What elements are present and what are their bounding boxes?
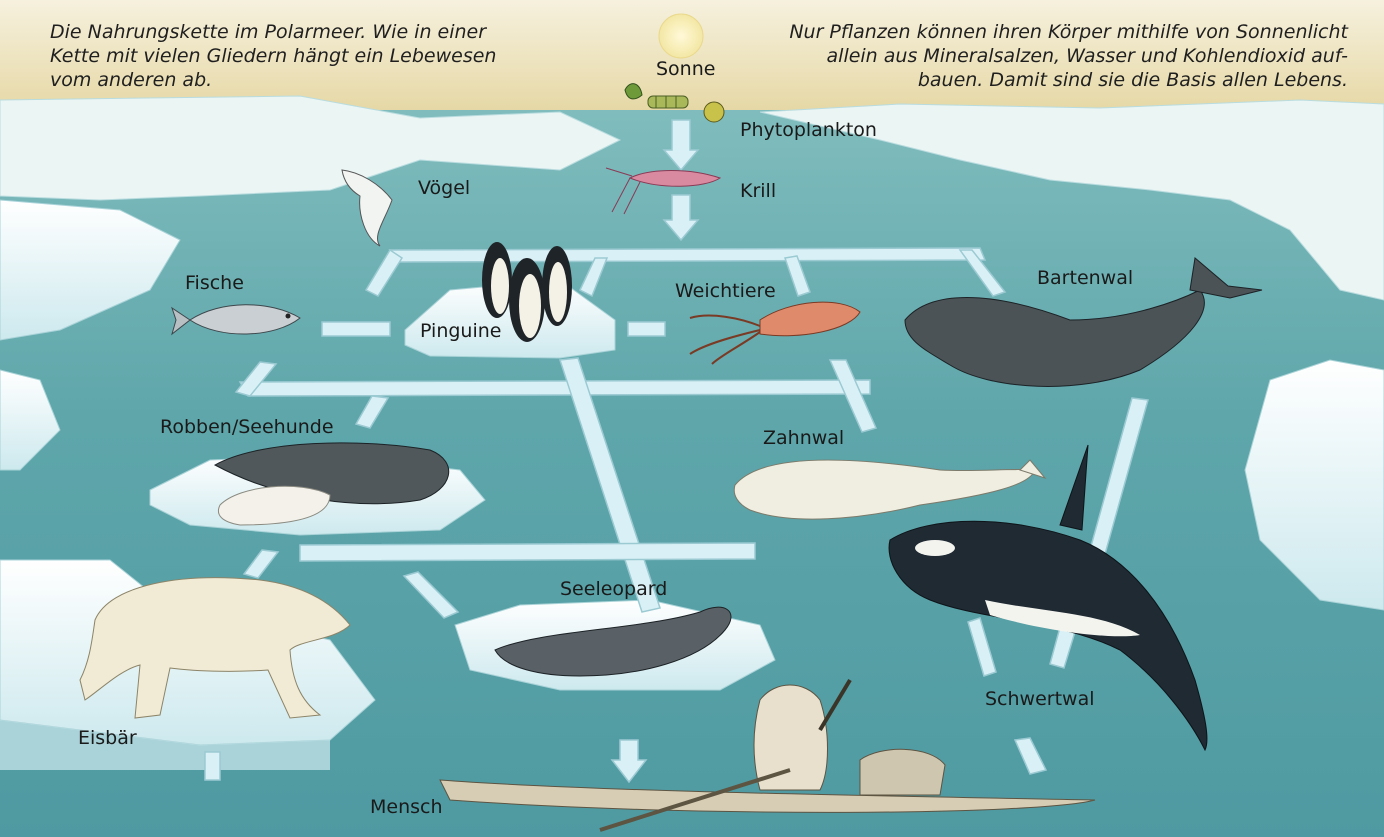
caption-left: Die Nahrungskette im Polarmeer. Wie in e…: [50, 20, 496, 92]
caption-right: Nur Pflanzen können ihren Körper mithilf…: [789, 20, 1348, 92]
label-eisbaer: Eisbär: [78, 727, 137, 749]
label-robben: Robben/Seehunde: [160, 416, 334, 438]
label-bartenwal: Bartenwal: [1037, 267, 1133, 289]
caption-right-line-1: Nur Pflanzen können ihren Körper mithilf…: [789, 20, 1348, 44]
label-pinguine: Pinguine: [420, 320, 501, 342]
label-zahnwal: Zahnwal: [763, 427, 844, 449]
caption-right-line-3: bauen. Damit sind sie die Basis allen Le…: [789, 68, 1348, 92]
label-voegel: Vögel: [418, 177, 470, 199]
label-mensch: Mensch: [370, 796, 443, 818]
caption-left-line-2: Kette mit vielen Gliedern hängt ein Lebe…: [50, 44, 496, 68]
label-krill: Krill: [740, 180, 776, 202]
label-sonne: Sonne: [656, 58, 715, 80]
caption-left-line-1: Die Nahrungskette im Polarmeer. Wie in e…: [50, 20, 496, 44]
label-seeleopard: Seeleopard: [560, 578, 667, 600]
label-fische: Fische: [185, 272, 244, 294]
caption-right-line-2: allein aus Mineralsalzen, Wasser und Koh…: [789, 44, 1348, 68]
sun-icon: [659, 14, 703, 58]
label-phytoplankton: Phytoplankton: [740, 119, 877, 141]
label-schwertwal: Schwertwal: [985, 688, 1095, 710]
label-weichtiere: Weichtiere: [675, 280, 776, 302]
caption-left-line-3: vom anderen ab.: [50, 68, 496, 92]
